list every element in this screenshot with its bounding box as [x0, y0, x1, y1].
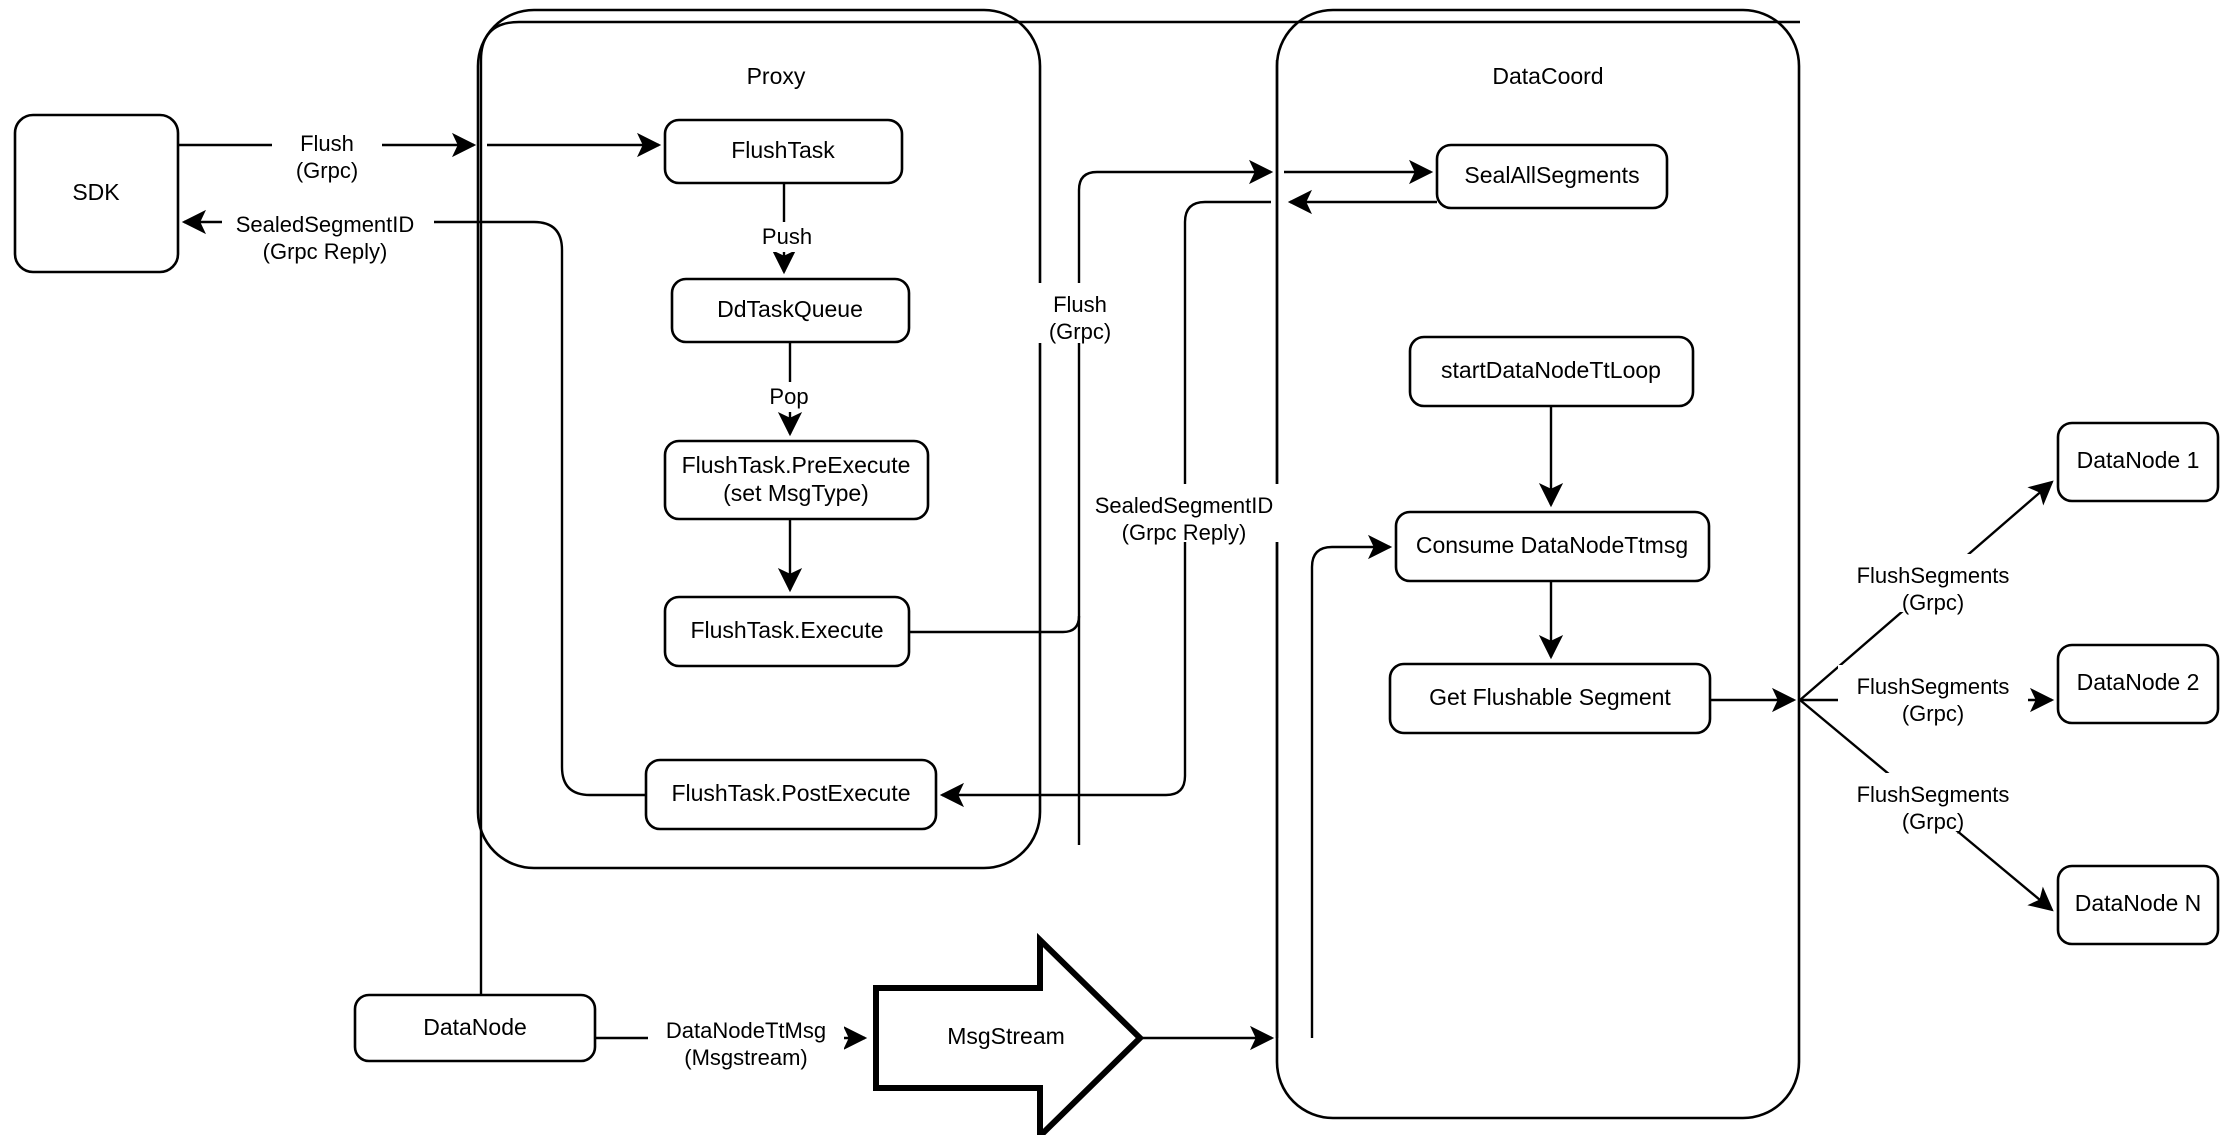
node-get-flushable-segment[interactable]: Get Flushable Segment [1388, 662, 1712, 735]
node-flushtask[interactable]: FlushTask [663, 118, 904, 185]
node-sealallsegments[interactable]: SealAllSegments [1435, 143, 1669, 210]
flushtask-box [663, 118, 904, 185]
label-bg [1838, 773, 2028, 831]
container-proxy[interactable]: Proxy [476, 8, 1042, 870]
msgstream-flow-shape[interactable]: MsgStream [873, 932, 1145, 1135]
node-datanode-2[interactable]: DataNode 2 [2056, 643, 2220, 725]
datacoord-container-label: DataCoord [1492, 63, 1603, 89]
edge-label-pop: Pop [758, 382, 820, 412]
edge-execute-to-sealallsegments [909, 159, 1274, 634]
label-bg [1084, 484, 1284, 542]
edge-proxy-left-trunk [479, 20, 1800, 1000]
datanodettmsg-line2: (Msgstream) [684, 1045, 807, 1070]
datanodettmsg-line1: DataNodeTtMsg [666, 1018, 826, 1043]
msgstream-arrow-outline [873, 932, 1145, 1135]
proxy-container-outline [476, 8, 1042, 870]
label-bg [648, 1009, 844, 1067]
node-datanode-bottom[interactable]: DataNode [353, 993, 597, 1063]
execute-label: FlushTask.Execute [690, 617, 883, 643]
proxy-container-label: Proxy [747, 63, 806, 89]
edge-label-flush-grpc-sdk: Flush (Grpc) [272, 122, 382, 183]
sealallsegments-label: SealAllSegments [1464, 162, 1639, 188]
datanode-n-box [2056, 864, 2220, 946]
label-bg [1030, 283, 1130, 343]
flushsegments-1-line2: (Grpc) [1902, 590, 1964, 615]
consume-datanodettmsg-box [1394, 510, 1711, 583]
label-bg [1838, 554, 2028, 612]
node-consume-datanodettmsg[interactable]: Consume DataNodeTtmsg [1394, 510, 1711, 583]
sealallsegments-box [1435, 143, 1669, 210]
get-flushable-segment-box [1388, 662, 1712, 735]
postexecute-label: FlushTask.PostExecute [671, 780, 910, 806]
ddtaskqueue-box [670, 277, 911, 344]
flushsegments-1-line1: FlushSegments [1857, 563, 2010, 588]
label-bg [758, 382, 820, 412]
consume-datanodettmsg-label: Consume DataNodeTtmsg [1416, 532, 1688, 558]
node-datanode-n[interactable]: DataNode N [2056, 864, 2220, 946]
flush-grpc-sdk-line2: (Grpc) [296, 158, 358, 183]
label-bg [272, 122, 382, 182]
flushsegments-n-line1: FlushSegments [1857, 782, 2010, 807]
execute-box [663, 595, 911, 668]
node-ddtaskqueue[interactable]: DdTaskQueue [670, 277, 911, 344]
edge-label-sealedsegmentid-sdk: SealedSegmentID (Grpc Reply) [222, 203, 434, 264]
startdatanodettloop-label: startDataNodeTtLoop [1441, 357, 1661, 383]
datanode-bottom-label: DataNode [423, 1014, 527, 1040]
sdk-box [13, 113, 180, 274]
push-label: Push [762, 224, 812, 249]
flush-grpc-proxy-line1: Flush [1053, 292, 1107, 317]
edge-label-datanodettmsg: DataNodeTtMsg (Msgstream) [648, 1009, 844, 1070]
datanode-n-label: DataNode N [2075, 890, 2202, 916]
edge-label-sealedsegmentid-proxy: SealedSegmentID (Grpc Reply) [1084, 484, 1284, 545]
node-startdatanodettloop[interactable]: startDataNodeTtLoop [1408, 335, 1695, 408]
flushtask-label: FlushTask [731, 137, 835, 163]
edge-label-flushsegments-n: FlushSegments (Grpc) [1838, 773, 2028, 834]
flush-grpc-sdk-line1: Flush [300, 131, 354, 156]
flushsegments-2-line2: (Grpc) [1902, 701, 1964, 726]
preexecute-label-line1: FlushTask.PreExecute [682, 452, 911, 478]
edge-postexecute-to-sdk-sealedsegmentid [181, 209, 646, 797]
edge-label-flushsegments-1: FlushSegments (Grpc) [1838, 554, 2028, 615]
get-flushable-segment-label: Get Flushable Segment [1429, 684, 1671, 710]
sealedsegmentid-proxy-line1: SealedSegmentID [1095, 493, 1274, 518]
label-bg [222, 203, 434, 261]
edge-label-push: Push [752, 222, 822, 252]
postexecute-box [644, 758, 938, 831]
edge-label-flush-grpc-proxy: Flush (Grpc) [1030, 283, 1130, 344]
label-bg [1838, 665, 2028, 723]
datanode-2-box [2056, 643, 2220, 725]
edge-msgstream-to-consume [1310, 534, 1393, 1038]
datanode-bottom-box [353, 993, 597, 1063]
preexecute-label-line2: (set MsgType) [723, 480, 869, 506]
datanode-2-label: DataNode 2 [2077, 669, 2200, 695]
flush-grpc-proxy-line2: (Grpc) [1049, 319, 1111, 344]
pop-label: Pop [769, 384, 808, 409]
msgstream-label: MsgStream [947, 1023, 1065, 1049]
node-flushtask-execute[interactable]: FlushTask.Execute [663, 595, 911, 668]
sealedsegmentid-proxy-line2: (Grpc Reply) [1122, 520, 1247, 545]
flushsegments-n-line2: (Grpc) [1902, 809, 1964, 834]
node-sdk[interactable]: SDK [13, 113, 180, 274]
sdk-label: SDK [72, 179, 120, 205]
node-flushtask-preexecute[interactable]: FlushTask.PreExecute (set MsgType) [663, 439, 930, 521]
datanode-1-label: DataNode 1 [2077, 447, 2200, 473]
edge-label-flushsegments-2: FlushSegments (Grpc) [1838, 665, 2028, 726]
node-datanode-1[interactable]: DataNode 1 [2056, 421, 2220, 503]
preexecute-box [663, 439, 930, 521]
startdatanodettloop-box [1408, 335, 1695, 408]
datanode-1-box [2056, 421, 2220, 503]
flushsegments-2-line1: FlushSegments [1857, 674, 2010, 699]
node-flushtask-postexecute[interactable]: FlushTask.PostExecute [644, 758, 938, 831]
ddtaskqueue-label: DdTaskQueue [717, 296, 863, 322]
label-bg [752, 222, 822, 252]
sealedsegmentid-sdk-line2: (Grpc Reply) [263, 239, 388, 264]
sealedsegmentid-sdk-line1: SealedSegmentID [236, 212, 415, 237]
